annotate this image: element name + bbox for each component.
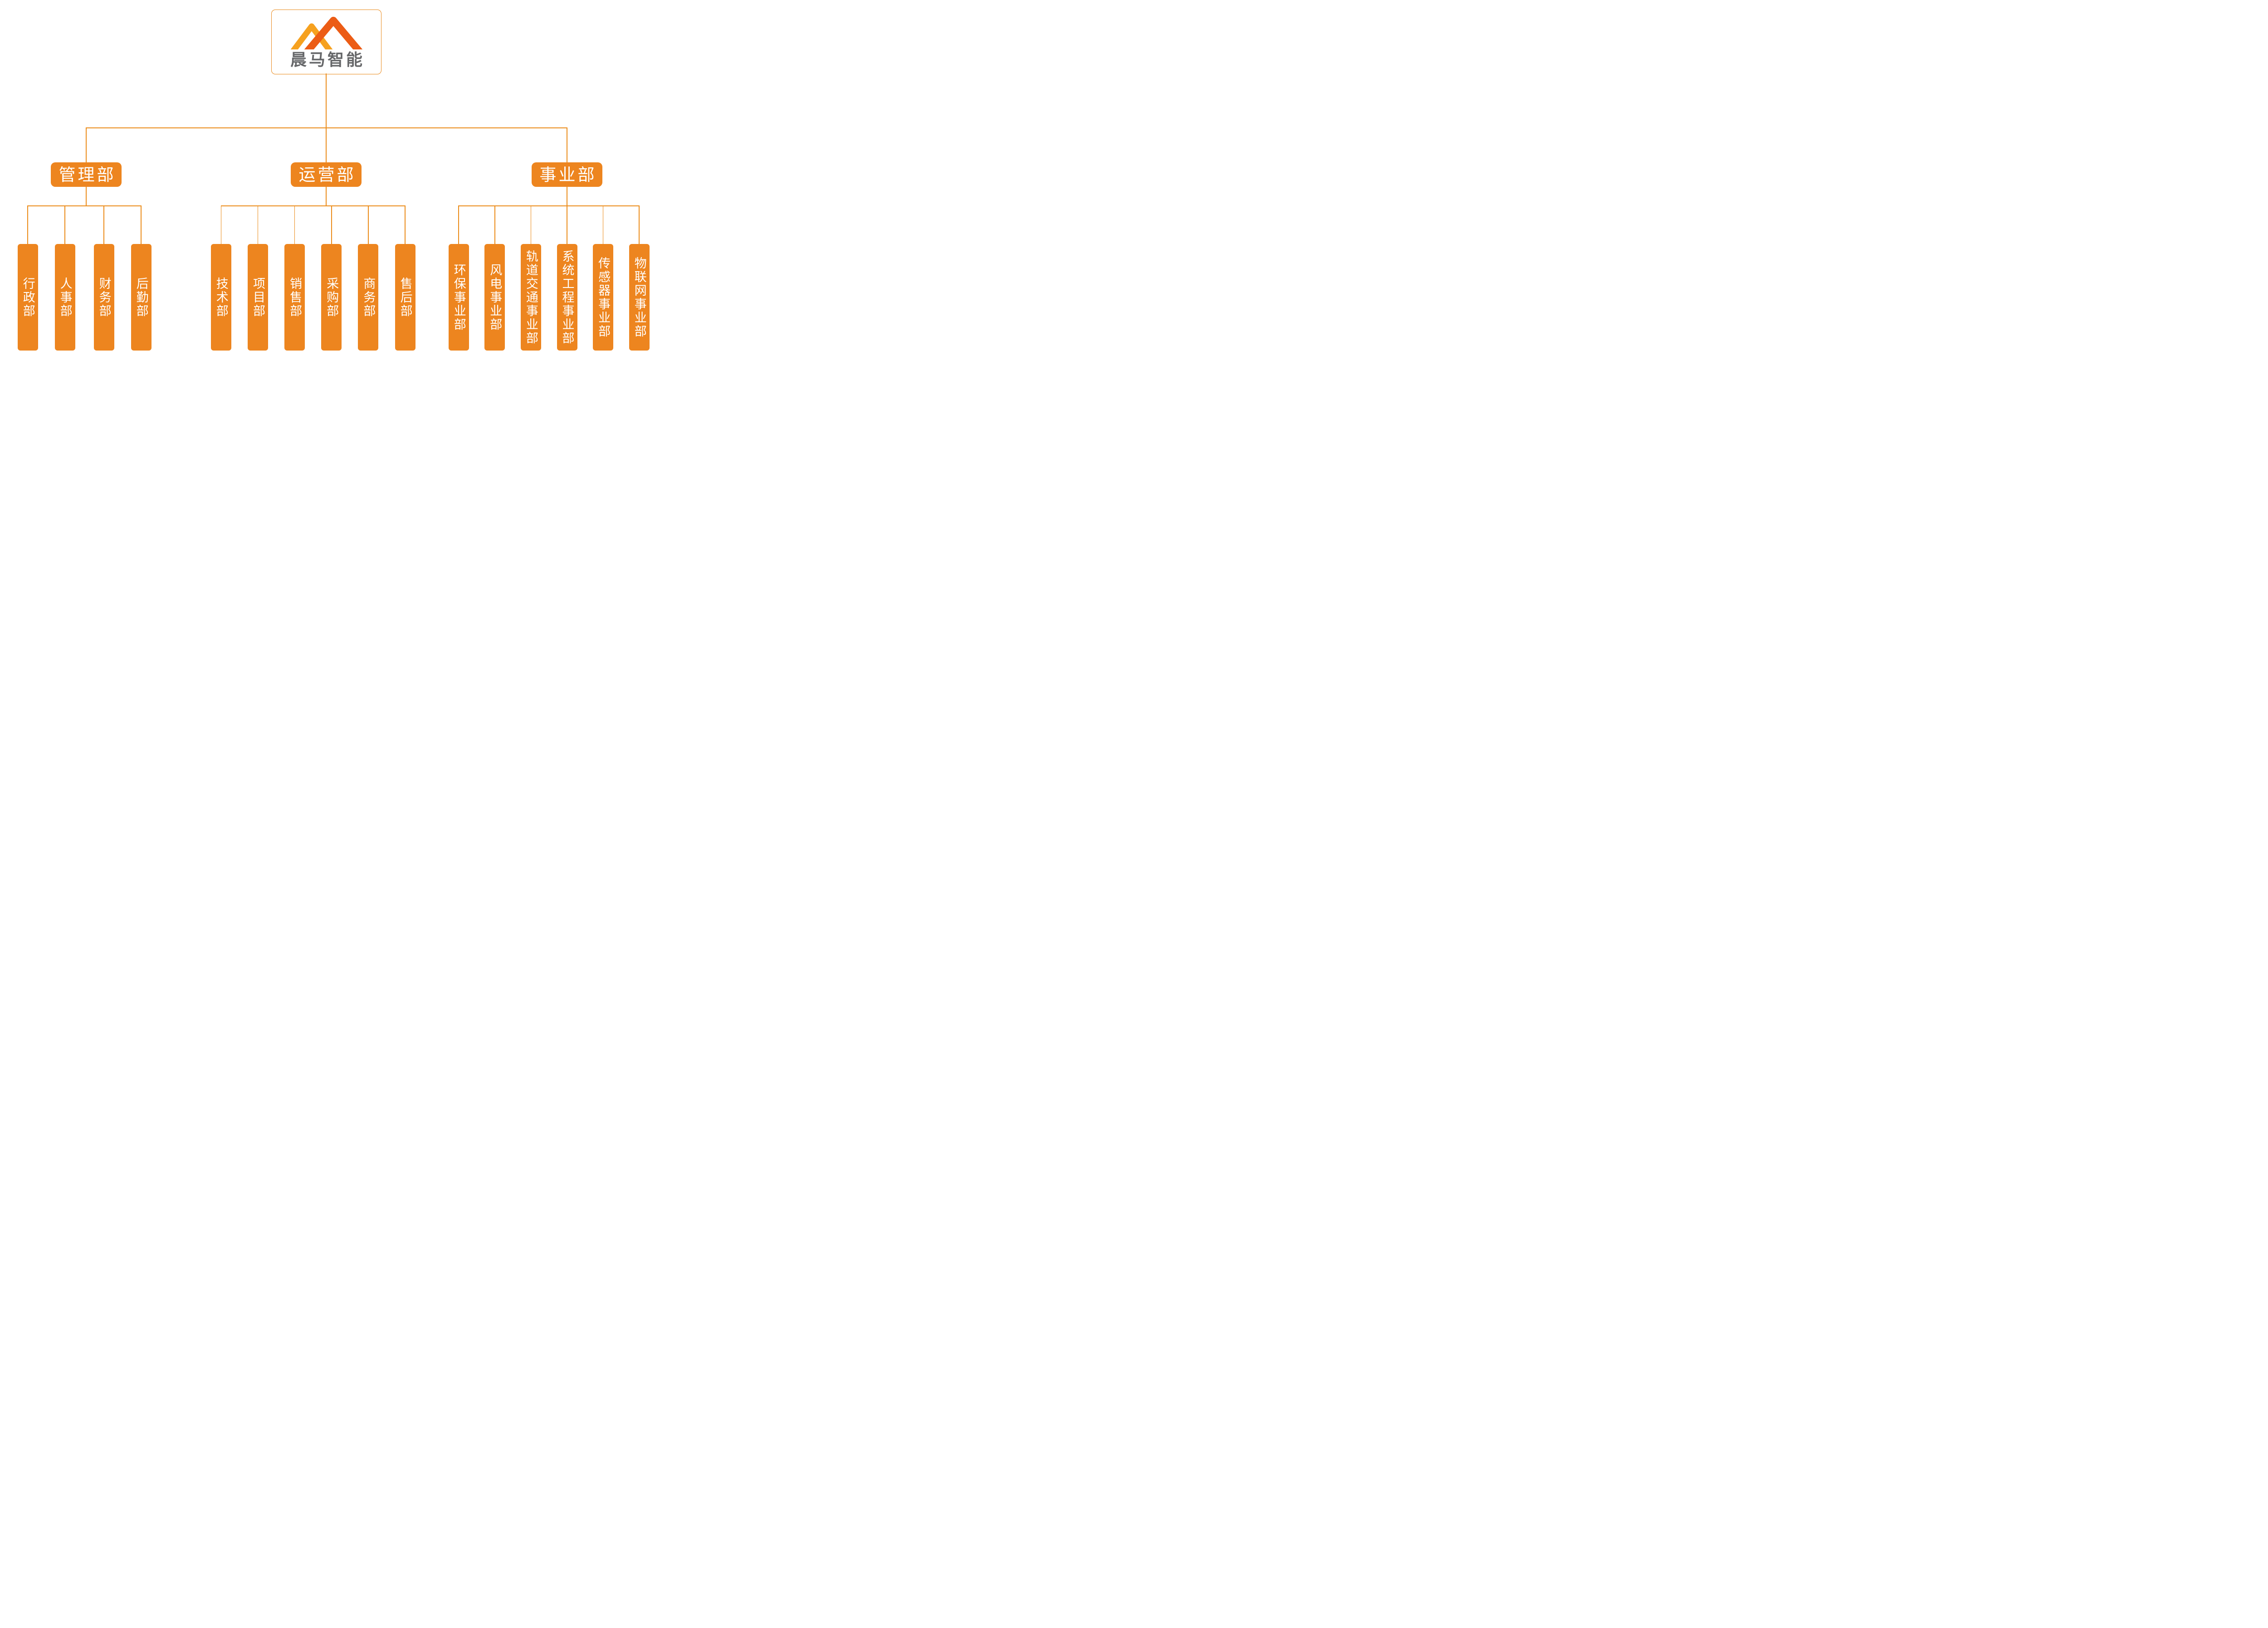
leaf-node-project: 项目部 bbox=[248, 244, 268, 351]
org-chart: 晨马智能 管理部 运营部 事业部 行政部 人事部 财务部 后勤部 技术部 bbox=[0, 0, 699, 366]
leaf-label: 物联网事业部 bbox=[632, 256, 646, 338]
leaf-label: 财务部 bbox=[97, 277, 111, 318]
leaf-label: 销售部 bbox=[288, 277, 302, 318]
connector-drop bbox=[530, 205, 532, 244]
node-management-dept: 管理部 bbox=[51, 162, 122, 187]
leaf-node-technology: 技术部 bbox=[210, 244, 231, 351]
connector-drop bbox=[27, 205, 28, 244]
connector-trunk bbox=[326, 73, 327, 127]
connector-drop bbox=[64, 205, 65, 244]
connector-drop bbox=[141, 205, 142, 244]
leaf-label: 环保事业部 bbox=[452, 263, 466, 331]
leaf-label: 后勤部 bbox=[134, 277, 148, 318]
leaf-label: 售后部 bbox=[398, 277, 412, 318]
connector-drop bbox=[405, 205, 406, 244]
node-label: 管理部 bbox=[59, 165, 116, 184]
leaf-label: 商务部 bbox=[362, 277, 376, 318]
mountain-peaks-icon bbox=[290, 16, 362, 49]
connector-drop bbox=[331, 205, 332, 244]
leaf-node-windpower-bu: 风电事业部 bbox=[484, 244, 505, 351]
leaf-node-administration: 行政部 bbox=[17, 244, 38, 351]
leaf-node-systems-engineering-bu: 系统工程事业部 bbox=[557, 244, 577, 351]
connector-drop bbox=[294, 205, 295, 244]
connector-drop bbox=[458, 205, 459, 244]
connector-drop bbox=[494, 205, 495, 244]
leaf-node-sales: 销售部 bbox=[284, 244, 305, 351]
connector-main-rail bbox=[86, 127, 567, 128]
root-node-logo-card: 晨马智能 bbox=[271, 10, 381, 74]
leaf-label: 轨道交通事业部 bbox=[524, 249, 538, 345]
node-operations-dept: 运营部 bbox=[291, 162, 362, 187]
connector-substub-operations bbox=[326, 187, 327, 206]
leaf-node-purchasing: 采购部 bbox=[321, 244, 342, 351]
connector-drop bbox=[639, 205, 640, 244]
node-label: 事业部 bbox=[539, 165, 597, 184]
leaf-label: 采购部 bbox=[325, 277, 339, 318]
node-business-dept: 事业部 bbox=[532, 162, 602, 187]
connector-rail-management-group bbox=[27, 205, 142, 206]
connector-stub-operations bbox=[326, 127, 327, 162]
leaf-label: 传感器事业部 bbox=[596, 256, 611, 338]
connector-drop bbox=[368, 205, 369, 244]
connector-drop bbox=[103, 205, 104, 244]
leaf-node-rail-transit-bu: 轨道交通事业部 bbox=[520, 244, 541, 351]
leaf-node-logistics: 后勤部 bbox=[131, 244, 152, 351]
leaf-label: 行政部 bbox=[21, 277, 35, 318]
leaf-node-commerce: 商务部 bbox=[358, 244, 379, 351]
leaf-label: 人事部 bbox=[58, 277, 72, 318]
leaf-node-finance: 财务部 bbox=[93, 244, 114, 351]
leaf-label: 技术部 bbox=[214, 277, 228, 318]
leaf-node-iot-bu: 物联网事业部 bbox=[629, 244, 650, 351]
connector-stub-management bbox=[86, 127, 87, 162]
leaf-node-aftersales: 售后部 bbox=[395, 244, 415, 351]
connector-rail-business-group bbox=[458, 205, 640, 206]
connector-substub-management bbox=[86, 187, 87, 206]
leaf-node-environmental-bu: 环保事业部 bbox=[448, 244, 469, 351]
leaf-node-hr: 人事部 bbox=[54, 244, 75, 351]
connector-rail-operations-group bbox=[220, 205, 406, 206]
company-name: 晨马智能 bbox=[290, 50, 365, 69]
leaf-node-sensor-bu: 传感器事业部 bbox=[593, 244, 614, 351]
connector-drop bbox=[257, 205, 259, 244]
connector-drop bbox=[602, 205, 604, 244]
leaf-label: 项目部 bbox=[251, 277, 265, 318]
node-label: 运营部 bbox=[298, 165, 356, 184]
leaf-label: 风电事业部 bbox=[488, 263, 502, 331]
leaf-label: 系统工程事业部 bbox=[560, 249, 574, 345]
connector-drop bbox=[220, 205, 222, 244]
